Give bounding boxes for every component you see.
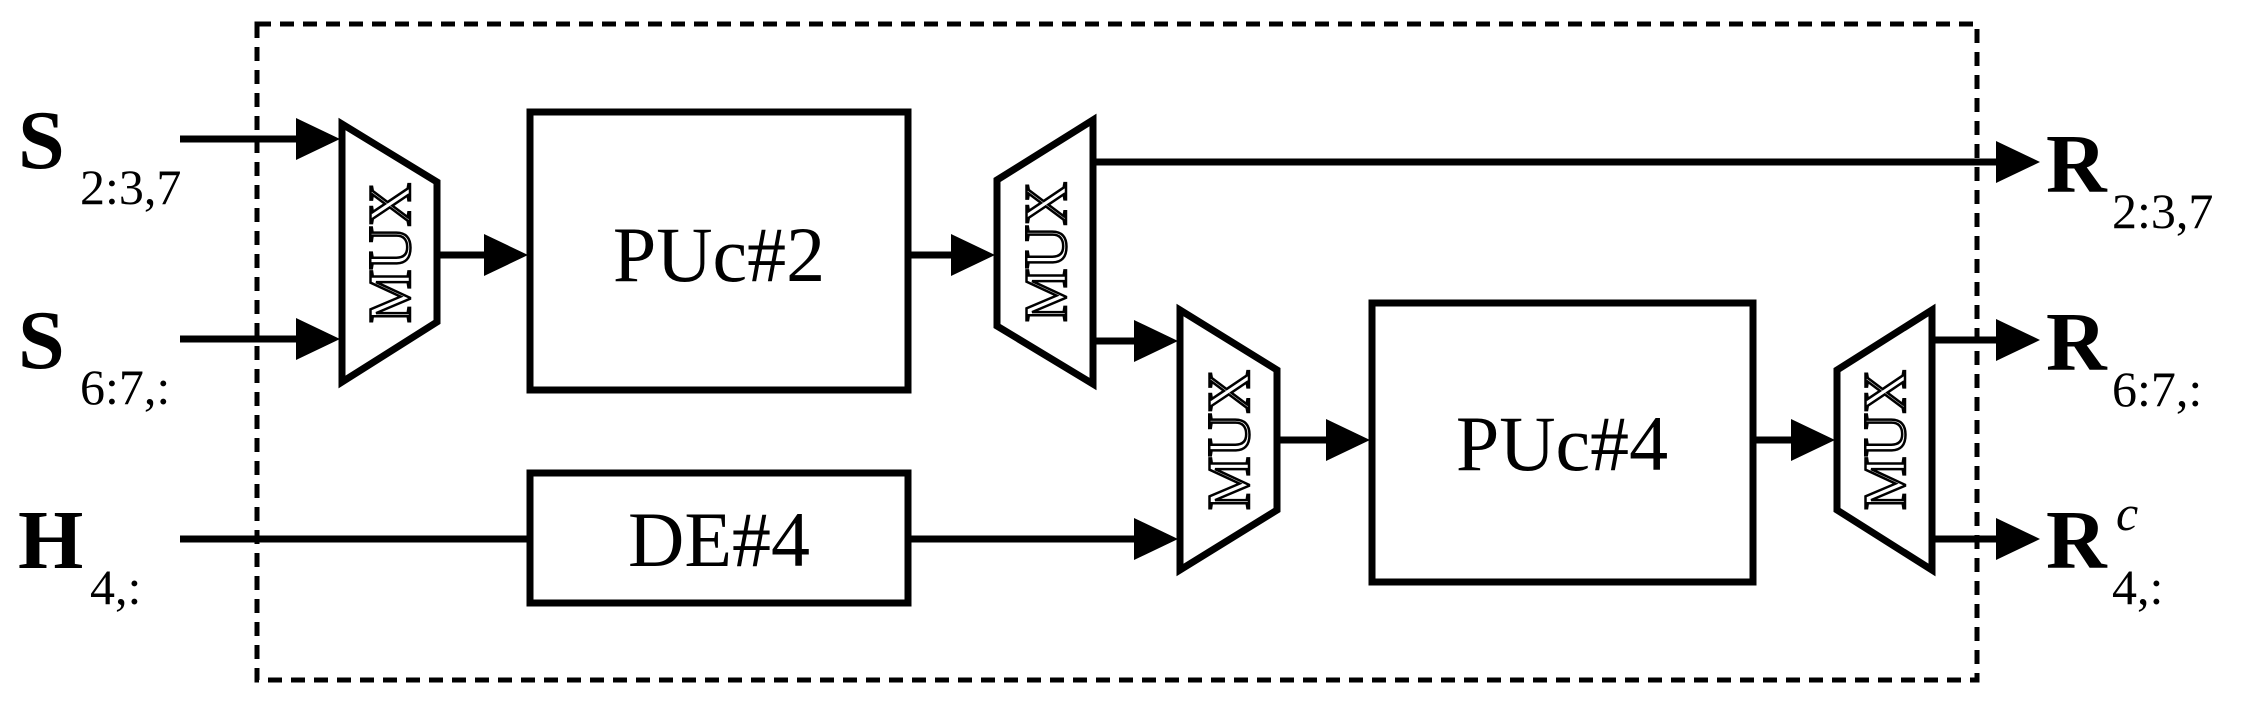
arrowhead-puc2 — [484, 234, 528, 276]
output-r237-main: R — [2046, 118, 2108, 211]
output-r4c-sub: 4,: — [2112, 559, 2163, 615]
arrowhead-s67 — [296, 318, 340, 360]
input-s237-main: S — [18, 94, 65, 187]
output-r67-sub: 6:7,: — [2112, 361, 2202, 417]
mux-4: MUX — [1833, 303, 1936, 577]
input-h4-main: H — [18, 494, 83, 587]
arrowhead-s237 — [296, 118, 340, 160]
block-puc2: PUc#2 — [526, 108, 912, 394]
input-s237-sub: 2:3,7 — [80, 159, 181, 215]
input-h4: H 4,: — [18, 494, 141, 615]
arrowhead-mux2 — [951, 234, 995, 276]
block-puc4: PUc#4 — [1368, 299, 1757, 586]
block-puc4-label: PUc#4 — [1456, 400, 1668, 487]
mux-1: MUX — [338, 117, 441, 389]
input-h4-sub: 4,: — [90, 559, 141, 615]
arrowhead-mux3-bottom — [1134, 518, 1178, 560]
mux-3: MUX — [1176, 303, 1281, 577]
module-boundary — [254, 21, 1980, 683]
arrowhead-r67 — [1996, 319, 2040, 361]
arrowhead-r4c — [1996, 518, 2040, 560]
input-s67: S 6:7,: — [18, 294, 170, 415]
output-r237: R 2:3,7 — [2046, 118, 2213, 239]
mux-3-label: MUX — [1196, 370, 1262, 510]
arrowhead-r237 — [1996, 141, 2040, 183]
input-s67-main: S — [18, 294, 65, 387]
arrowhead-puc4 — [1326, 419, 1370, 461]
output-r237-sub: 2:3,7 — [2112, 183, 2213, 239]
output-r4c-sup: c — [2116, 485, 2138, 541]
block-de4: DE#4 — [526, 469, 912, 607]
block-de4-label: DE#4 — [628, 496, 810, 583]
mux-4-label: MUX — [1852, 370, 1918, 510]
mux-2-label: MUX — [1013, 182, 1079, 322]
input-s67-sub: 6:7,: — [80, 359, 170, 415]
output-r4c: R c 4,: — [2046, 485, 2163, 615]
mux-1-label: MUX — [357, 183, 423, 323]
connections — [180, 118, 2040, 560]
input-s237: S 2:3,7 — [18, 94, 181, 215]
arrowhead-mux3-top — [1134, 320, 1178, 362]
mux-2: MUX — [993, 113, 1097, 391]
output-r67: R 6:7,: — [2046, 296, 2202, 417]
block-puc2-label: PUc#2 — [613, 211, 825, 298]
output-r67-main: R — [2046, 296, 2108, 389]
output-r4c-main: R — [2046, 494, 2108, 587]
arrowhead-mux4 — [1791, 419, 1835, 461]
